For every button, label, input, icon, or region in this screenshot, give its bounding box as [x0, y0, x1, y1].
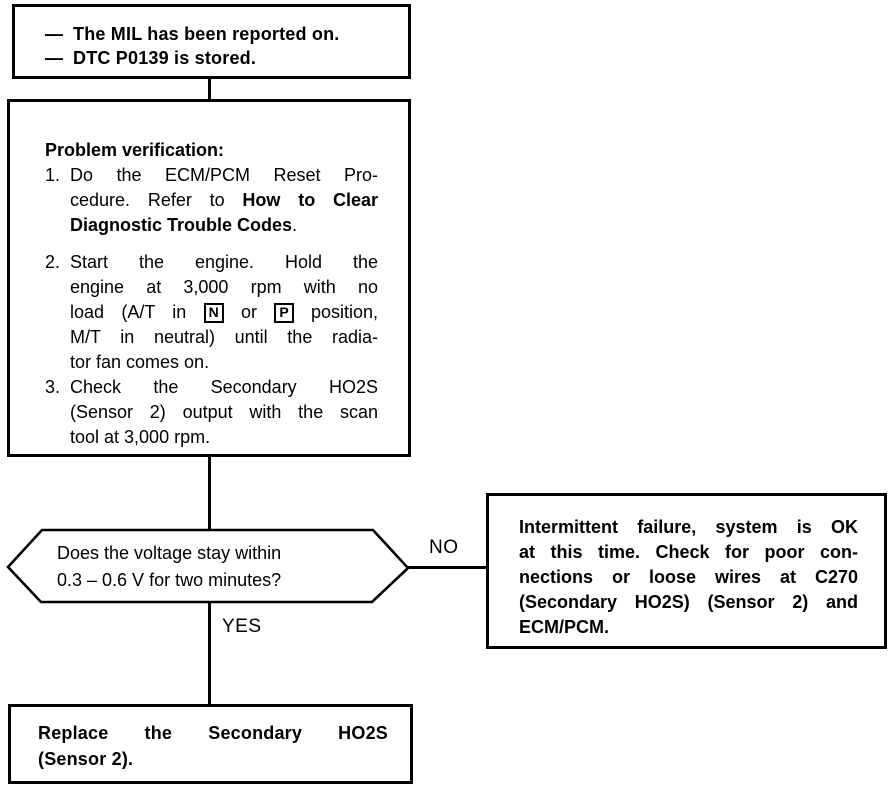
decision-line: 0.3 – 0.6 V for two minutes? [57, 570, 282, 590]
step-line-plain: position, [293, 302, 378, 322]
step-number: 2. [45, 252, 61, 272]
dtc-status-text: The MIL has been reported on. [73, 24, 340, 44]
step-number: 3. [45, 377, 61, 397]
verification-step-3: 3. Check the Secondary HO2S (Sensor 2) o… [45, 375, 378, 450]
connector-top [208, 77, 211, 100]
step-line: Start the engine. Hold the [70, 252, 378, 272]
step-line-bold-ref: Diagnostic Trouble Codes [70, 215, 293, 235]
dash-bullet: — [45, 24, 64, 44]
step-line: tool at 3,000 rpm. [70, 427, 211, 447]
verification-step-2: 2. Start the engine. Hold the engine at … [45, 250, 378, 375]
dtc-status-line: — The MIL has been reported on. [45, 22, 400, 46]
step-line: Diagnostic Trouble Codes. [70, 213, 378, 238]
step-line-plain: . [292, 215, 298, 235]
result-line: at this time. Check for poor con- [519, 542, 858, 562]
action-line: Replace the Secondary HO2S [38, 723, 388, 743]
result-line: (Secondary HO2S) (Sensor 2) and [519, 592, 858, 612]
step-line: tor fan comes on. [70, 352, 210, 372]
verification-step-1: 1. Do the ECM/PCM Reset Pro- cedure. Ref… [45, 163, 378, 238]
connector-middle [208, 455, 211, 529]
step-number: 1. [45, 165, 61, 185]
step-line: load (A/T in N or P position, [70, 300, 378, 325]
replace-sensor-box: Replace the Secondary HO2S (Sensor 2). [8, 704, 413, 784]
step-line: cedure. Refer to How to Clear [70, 188, 378, 213]
step-line: M/T in neutral) until the radia- [70, 327, 378, 347]
step-line: (Sensor 2) output with the scan [70, 402, 378, 422]
step-line: Do the ECM/PCM Reset Pro- [70, 165, 378, 185]
step-line: engine at 3,000 rpm with no [70, 277, 378, 297]
dtc-status-box: — The MIL has been reported on. — DTC P0… [12, 4, 411, 79]
step-line-plain: or [223, 302, 275, 322]
intermittent-failure-box: Intermittent failure, system is OK at th… [486, 493, 887, 649]
step-line-plain: cedure. Refer to [70, 190, 243, 210]
gear-position-p-icon: P [274, 303, 294, 323]
no-branch-label: NO [429, 537, 459, 558]
decision-line: Does the voltage stay within [57, 543, 282, 563]
step-line-plain: load (A/T in [70, 302, 204, 322]
dtc-status-line: — DTC P0139 is stored. [45, 46, 400, 70]
problem-verification-title: Problem verification: [45, 140, 225, 160]
voltage-decision-question: Does the voltage stay within 0.3 – 0.6 V… [57, 540, 281, 594]
result-line: ECM/PCM. [519, 617, 609, 637]
connector-no [407, 566, 487, 569]
action-line: (Sensor 2). [38, 749, 134, 769]
result-line: Intermittent failure, system is OK [519, 517, 858, 537]
result-line: nections or loose wires at C270 [519, 567, 858, 587]
yes-branch-label: YES [222, 616, 262, 637]
connector-yes [208, 601, 211, 705]
dash-bullet: — [45, 48, 64, 68]
problem-verification-box: Problem verification: 1. Do the ECM/PCM … [7, 99, 411, 457]
step-line-bold-ref: How to Clear [242, 190, 378, 210]
step-line: Check the Secondary HO2S [70, 377, 378, 397]
dtc-status-text: DTC P0139 is stored. [73, 48, 257, 68]
gear-position-n-icon: N [203, 303, 224, 323]
